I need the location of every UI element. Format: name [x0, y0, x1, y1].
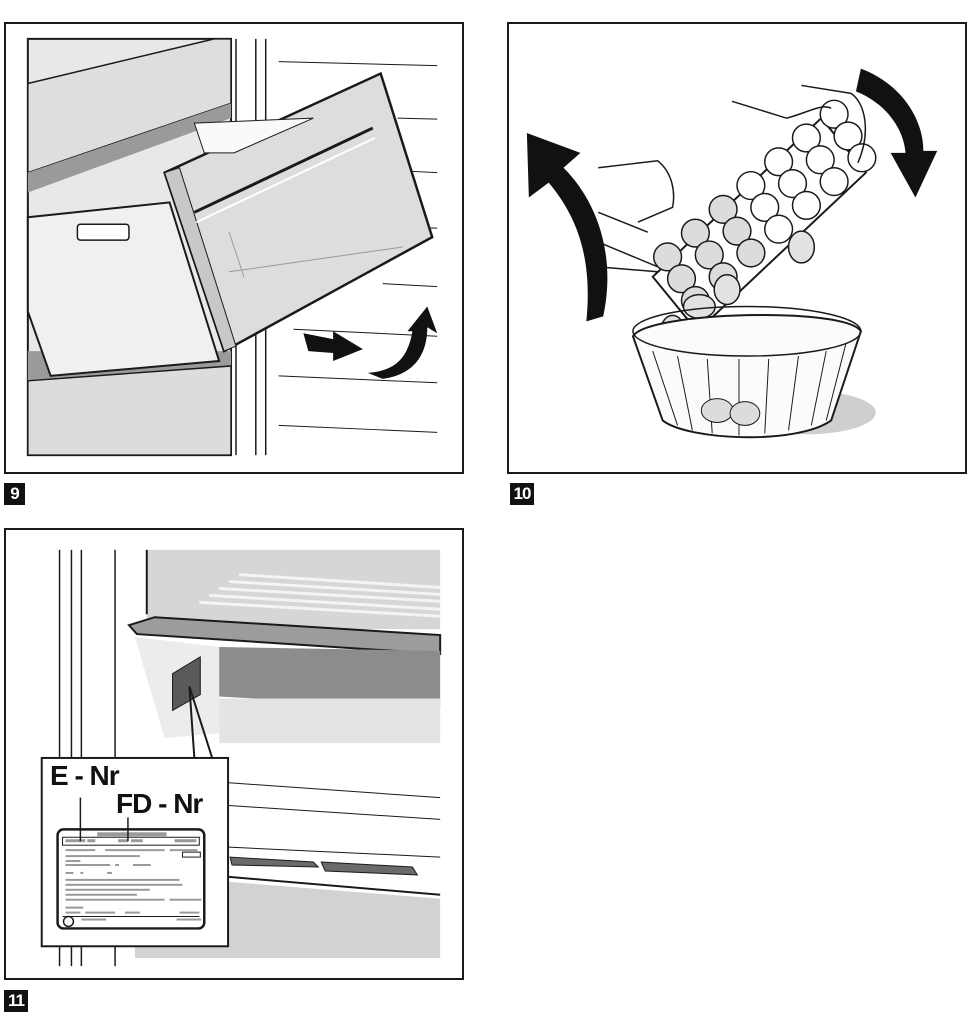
figure-9-number: 9	[4, 483, 25, 505]
drawer-removal-illustration	[26, 37, 438, 457]
ice-cube-cell	[694, 240, 724, 270]
rotate-right-arrow-icon	[855, 68, 938, 198]
ice-cube-cell	[805, 145, 835, 175]
ice-cube-cell	[653, 242, 683, 272]
ice-cube-cell	[819, 166, 849, 197]
ice-cube-cell	[708, 194, 738, 224]
ice-cube-cell	[750, 192, 780, 222]
ice-cube-cell	[764, 147, 794, 177]
fd-nr-label: FD - Nr	[116, 788, 203, 819]
figure-11-panel: E - Nr FD - Nr	[4, 528, 464, 980]
ice-cube-cell	[847, 143, 877, 173]
ice-cube-cell	[791, 123, 822, 153]
pull-arrow-icon	[303, 331, 363, 361]
figure-11-number: 11	[4, 990, 28, 1012]
e-nr-label: E - Nr	[50, 760, 120, 791]
ice-cube-cell	[680, 218, 710, 248]
ice-cube-cell	[736, 238, 766, 268]
figure-9-panel	[4, 22, 464, 474]
ice-cube-cell	[666, 264, 697, 294]
ice-cube-cell	[777, 168, 808, 199]
ice-cube-cell	[833, 121, 863, 151]
figure-10-panel	[507, 22, 967, 474]
ice-cube-cell	[736, 170, 766, 201]
ice-tray-illustration	[526, 68, 938, 439]
rotate-left-arrow-icon	[526, 133, 608, 322]
ice-cube-cell	[722, 216, 752, 246]
ice-cube-cell	[764, 214, 794, 244]
figure-10-number: 10	[510, 483, 534, 505]
tilt-up-arrow-icon	[367, 306, 438, 379]
ice-cube-cell	[791, 190, 822, 220]
rating-plate-location-illustration	[40, 549, 442, 967]
